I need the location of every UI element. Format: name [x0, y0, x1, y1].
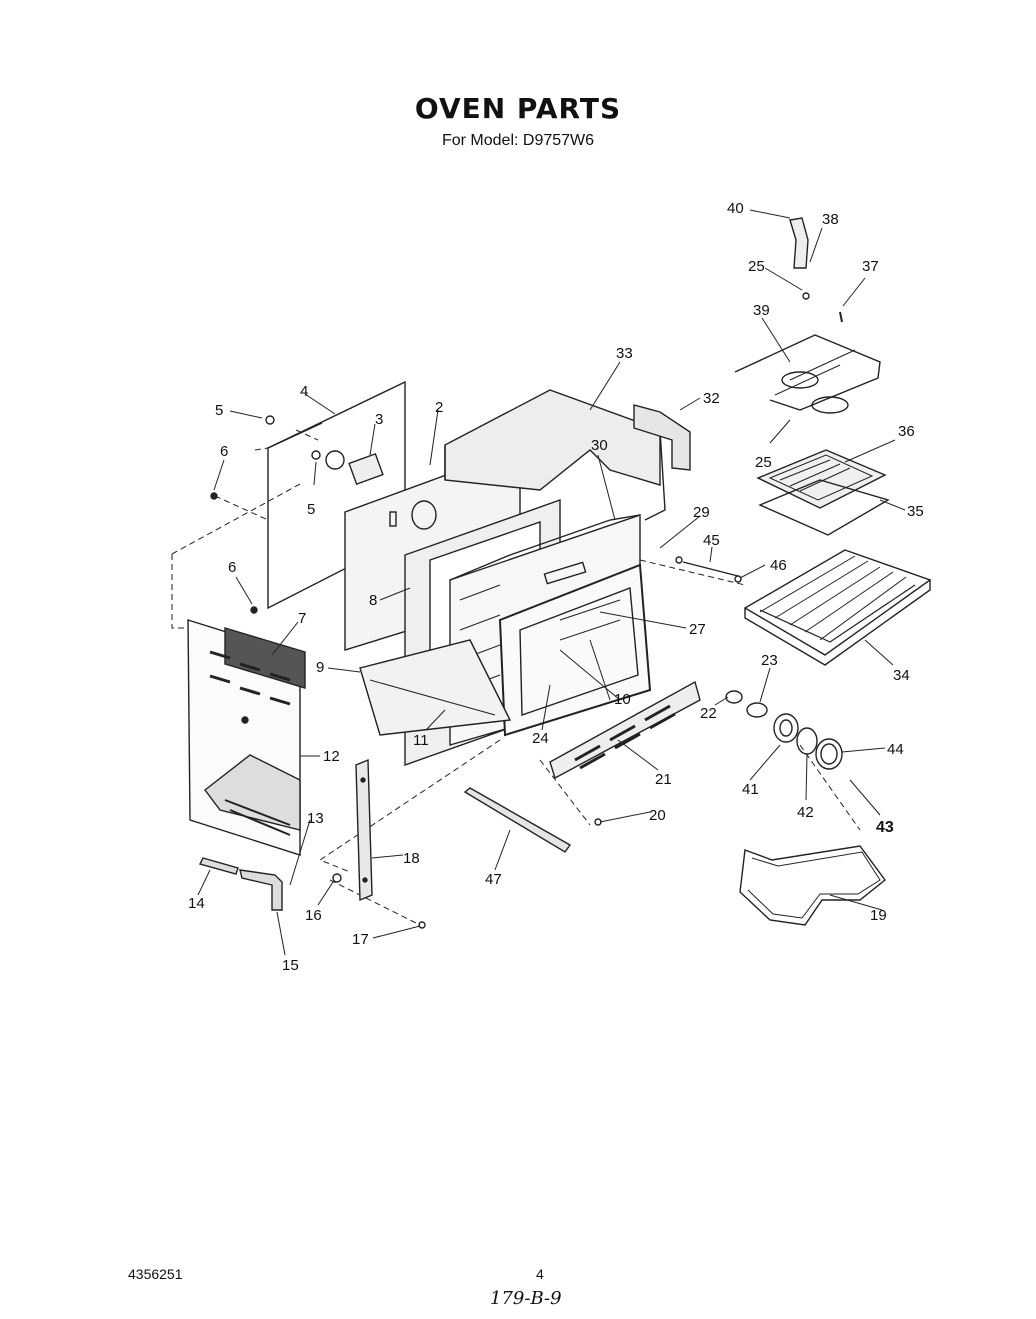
callout-label: 16 — [305, 907, 322, 924]
callout-label: 3 — [375, 411, 383, 428]
callout-label: 8 — [369, 592, 377, 609]
callout-label: 32 — [703, 390, 720, 407]
side-panel-grille — [209, 627, 306, 706]
broil-element — [739, 845, 886, 926]
vertical-trim-strip — [355, 758, 373, 902]
callout-label: 14 — [188, 895, 205, 912]
oven-light-parts — [725, 690, 843, 770]
page-number: 4 — [536, 1266, 544, 1282]
callout-label: 17 — [352, 931, 369, 948]
callout-label: 27 — [689, 621, 706, 638]
top-duct-cover — [444, 389, 666, 521]
vent-bracket — [633, 404, 691, 471]
callout-label: 30 — [591, 437, 608, 454]
page-title: OVEN PARTS — [414, 92, 622, 125]
bottom-tray — [359, 639, 512, 736]
callout-label: 35 — [907, 503, 924, 520]
toe-kick-panel — [549, 680, 701, 780]
small-hardware — [198, 415, 602, 929]
callout-label: 34 — [893, 667, 910, 684]
callout-label: 47 — [485, 871, 502, 888]
callout-label: 36 — [898, 423, 915, 440]
door-inner-frame — [498, 563, 652, 737]
callout-label: 29 — [693, 504, 710, 521]
thermostat-bulb — [789, 217, 843, 323]
callout-label: 22 — [700, 705, 717, 722]
callout-label: 40 — [727, 200, 744, 217]
callout-label: 18 — [403, 850, 420, 867]
callout-label: 43 — [876, 819, 894, 836]
bake-element — [734, 334, 881, 414]
callout-label: 46 — [770, 557, 787, 574]
callout-label: 33 — [616, 345, 633, 362]
callout-label: 44 — [887, 741, 904, 758]
callout-label: 5 — [215, 402, 223, 419]
callout-label: 23 — [761, 652, 778, 669]
trim-bar — [463, 787, 572, 853]
callout-label: 41 — [742, 781, 759, 798]
callout-label: 7 — [298, 610, 306, 627]
leader-lines — [197, 209, 906, 956]
callout-labels: 40 38 25 37 39 33 32 4 5 3 2 30 6 5 36 2… — [188, 200, 924, 974]
callout-label: 20 — [649, 807, 666, 824]
callout-label: 10 — [614, 691, 631, 708]
dashed-guides — [171, 429, 861, 926]
callout-label: 4 — [300, 383, 308, 400]
callout-label: 37 — [862, 258, 879, 275]
callout-label: 25 — [748, 258, 765, 275]
callout-label: 9 — [316, 659, 324, 676]
callout-label: 45 — [703, 532, 720, 549]
callout-label: 6 — [228, 559, 236, 576]
handwritten-note: 179-B-9 — [490, 1288, 562, 1309]
callout-label: 39 — [753, 302, 770, 319]
oven-rack — [743, 549, 932, 666]
callout-label: 24 — [532, 730, 549, 747]
broiler-pan — [756, 449, 890, 536]
document-number: 4356251 — [128, 1266, 183, 1282]
side-panel — [187, 619, 306, 856]
callout-label: 42 — [797, 804, 814, 821]
callout-label: 13 — [307, 810, 324, 827]
callout-label: 25 — [755, 454, 772, 471]
callout-label: 2 — [435, 399, 443, 416]
model-subtitle: For Model: D9757W6 — [441, 132, 595, 149]
callout-label: 12 — [323, 748, 340, 765]
callout-label: 6 — [220, 443, 228, 460]
callout-label: 11 — [413, 732, 429, 749]
broil-rack-rod — [675, 556, 742, 583]
callout-label: 5 — [307, 501, 315, 518]
callout-label: 19 — [870, 907, 887, 924]
callout-label: 21 — [655, 771, 672, 788]
callout-label: 38 — [822, 211, 839, 228]
callout-label: 15 — [282, 957, 299, 974]
